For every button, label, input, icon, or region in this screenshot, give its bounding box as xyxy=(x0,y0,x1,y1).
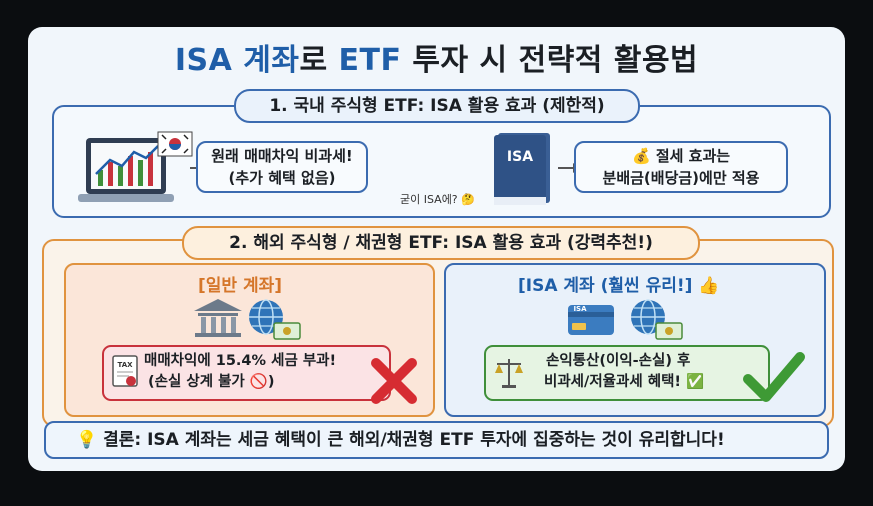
section-domestic-heading: 1. 국내 주식형 ETF: ISA 활용 효과 (제한적) xyxy=(234,89,640,123)
tax-document-label: TAX xyxy=(117,361,133,369)
general-account-title: [일반 계좌] xyxy=(198,276,283,296)
tax-effect-line2: 분배금(배당금)에만 적용 xyxy=(602,169,760,187)
section-foreign-heading: 2. 해외 주식형 / 채권형 ETF: ISA 활용 효과 (강력추천!) xyxy=(182,226,700,260)
isa-account-title: [ISA 계좌 (훨씬 유리!] 👍 xyxy=(518,276,720,296)
scale-icon xyxy=(495,359,523,388)
original-tax-line1: 원래 매매차익 비과세! xyxy=(211,147,353,165)
original-tax-box: 원래 매매차익 비과세! (추가 혜택 없음) xyxy=(196,141,368,193)
red-x-icon xyxy=(371,358,417,404)
isa-benefit-box: 손익통산(이익-손실) 후 비과세/저율과세 혜택! ✅ xyxy=(484,345,770,401)
title-etf: ETF xyxy=(338,43,402,78)
globe-certificate-icon xyxy=(631,299,683,340)
conclusion-text: 💡 결론: ISA 계좌는 세금 혜택이 큰 해외/채권형 ETF 투자에 집중… xyxy=(76,430,725,450)
general-tax-line1: 매매차익에 15.4% 세금 부과! xyxy=(144,353,337,369)
title-mid: 로 xyxy=(299,43,339,78)
title-suffix: 투자 시 전략적 활용법 xyxy=(401,43,699,78)
laptop-chart-icon xyxy=(78,131,193,202)
isa-book-label: ISA xyxy=(507,149,533,165)
isa-card-label: ISA xyxy=(573,305,587,313)
bank-icon xyxy=(194,299,242,337)
tax-document-icon: TAX xyxy=(112,355,138,387)
isa-benefit-line1: 손익통산(이익-손실) 후 xyxy=(546,353,691,369)
isa-card-icon: ISA xyxy=(568,305,614,335)
page-title: ISA 계좌로 ETF 투자 시 전략적 활용법 xyxy=(28,35,845,79)
green-check-icon xyxy=(743,352,805,402)
infographic-card: ISA 계좌로 ETF 투자 시 전략적 활용법 1. 국내 주식형 ETF: … xyxy=(28,27,845,471)
original-tax-line2: (추가 혜택 없음) xyxy=(228,169,336,187)
tax-effect-box: 💰 절세 효과는 분배금(배당금)에만 적용 xyxy=(574,141,788,193)
general-tax-warning: TAX 매매차익에 15.4% 세금 부과! (손실 상계 불가 🚫) xyxy=(102,345,391,401)
isa-book-icon: ISA xyxy=(494,133,550,205)
conclusion-banner: 💡 결론: ISA 계좌는 세금 혜택이 큰 해외/채권형 ETF 투자에 집중… xyxy=(44,421,829,459)
why-isa-note: 굳이 ISA에? 🤔 xyxy=(400,193,475,206)
tax-effect-line1: 💰 절세 효과는 xyxy=(631,147,731,165)
globe-certificate-icon xyxy=(249,299,301,340)
isa-benefit-line2: 비과세/저율과세 혜택! ✅ xyxy=(544,374,705,390)
general-tax-line2: (손실 상계 불가 🚫) xyxy=(148,374,275,390)
title-isa: ISA 계좌 xyxy=(174,43,300,78)
